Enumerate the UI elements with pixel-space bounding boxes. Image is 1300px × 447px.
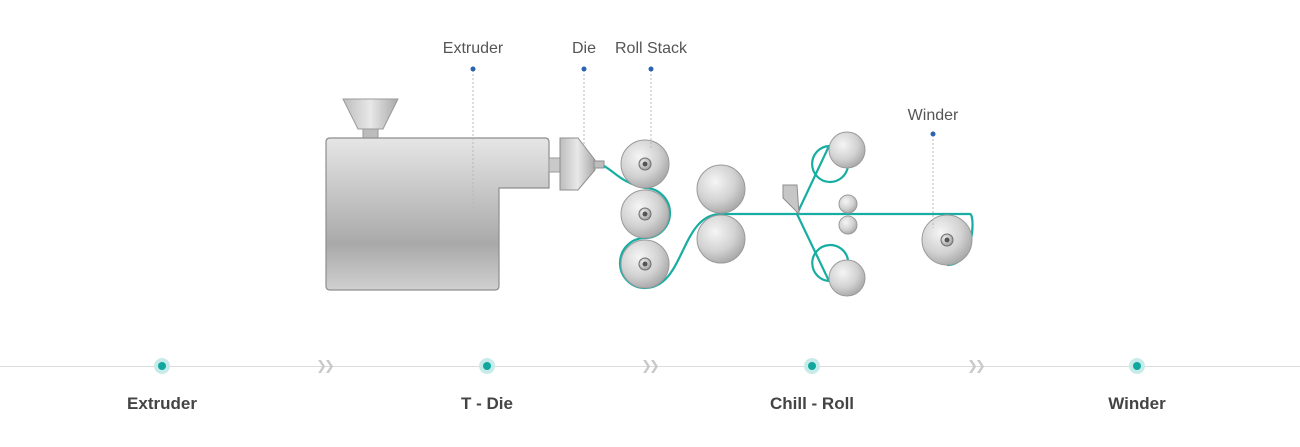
roll-stack-callout-dot xyxy=(648,66,654,72)
extruder-body xyxy=(325,137,561,291)
trim-roll-bottom xyxy=(828,259,866,297)
trim-roll-top xyxy=(828,131,866,169)
step-dot-t-die xyxy=(479,358,495,374)
winder-callout-label: Winder xyxy=(907,107,959,124)
step-dot-chill-roll xyxy=(804,358,820,374)
slitter-blade xyxy=(782,184,800,216)
winder-callout-dot xyxy=(930,131,936,137)
hopper xyxy=(342,98,399,139)
chill-roll-upper xyxy=(696,164,746,214)
roll-stack-callout-label: Roll Stack xyxy=(614,40,688,57)
die-callout-dot xyxy=(581,66,587,72)
double-chevron-right-icon: ❯❯ xyxy=(967,358,986,373)
step-dot-extruder xyxy=(154,358,170,374)
extruder-callout-dot xyxy=(470,66,476,72)
double-chevron-right-icon: ❯❯ xyxy=(316,358,335,373)
double-chevron-right-icon: ❯❯ xyxy=(641,358,660,373)
step-label-winder: Winder xyxy=(1108,394,1166,413)
step-label-t-die: T - Die xyxy=(461,394,513,413)
callout-dots xyxy=(470,66,936,137)
winder-roll xyxy=(921,214,973,266)
roll-stack xyxy=(620,139,670,289)
pull-rolls xyxy=(838,194,858,235)
roll-stack-bottom-roll xyxy=(620,239,670,289)
step-label-chill-roll: Chill - Roll xyxy=(769,394,855,413)
trim-rolls xyxy=(828,131,866,297)
step-label-extruder: Extruder xyxy=(127,394,197,413)
t-die xyxy=(559,137,605,191)
roll-stack-middle-roll xyxy=(620,189,670,239)
callout-leaders xyxy=(472,70,934,228)
chill-rolls xyxy=(696,164,746,264)
chill-roll-lower xyxy=(696,214,746,264)
film-path xyxy=(603,144,974,290)
roll-stack-top-roll xyxy=(620,139,670,189)
step-dot-winder xyxy=(1129,358,1145,374)
extruder-callout-label: Extruder xyxy=(442,40,504,57)
die-callout-label: Die xyxy=(571,40,597,57)
timeline-line xyxy=(0,366,1300,367)
